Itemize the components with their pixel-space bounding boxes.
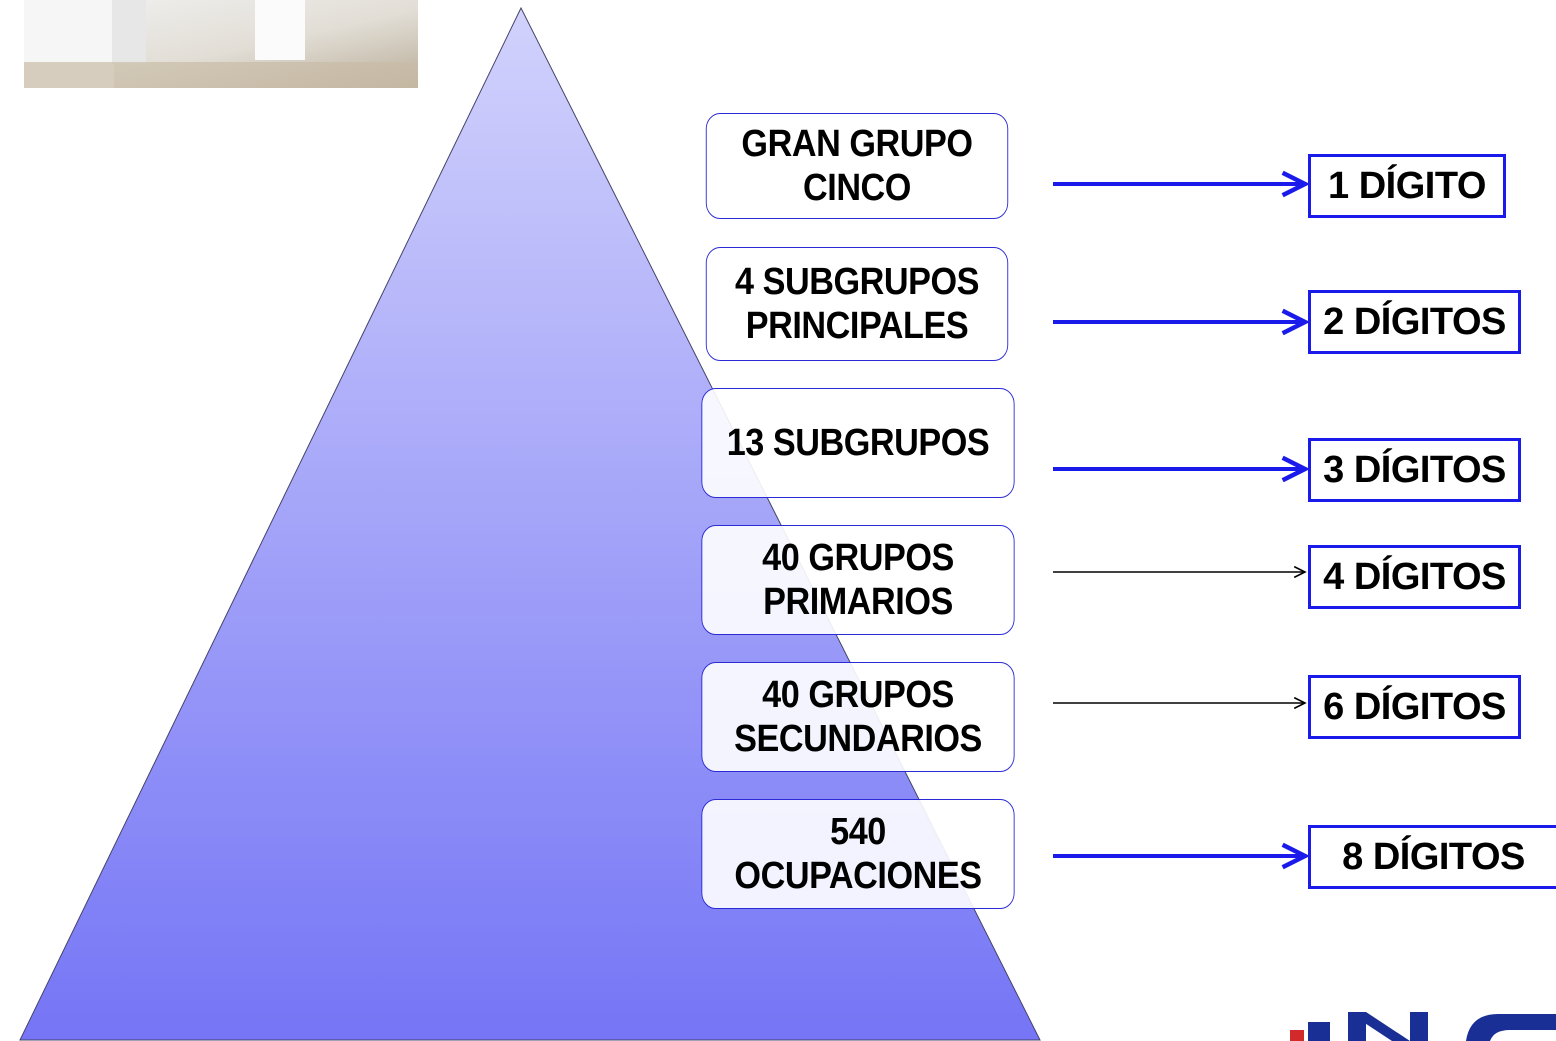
level-line: GRAN GRUPO	[741, 123, 973, 165]
level-box-grupos-primarios: 40 GRUPOS PRIMARIOS	[701, 525, 1015, 635]
level-line: 40 GRUPOS	[762, 674, 954, 716]
level-box-subgrupos-principales: 4 SUBGRUPOS PRINCIPALES	[705, 247, 1009, 361]
level-line: SECUNDARIOS	[734, 718, 982, 760]
level-box-subgrupos: 13 SUBGRUPOS	[701, 388, 1015, 498]
level-line: PRIMARIOS	[763, 581, 953, 623]
digit-box-level-5: 6 DÍGITOS	[1308, 675, 1521, 739]
level-box-grupos-secundarios: 40 GRUPOS SECUNDARIOS	[701, 662, 1015, 772]
digit-box-level-6: 8 DÍGITOS	[1308, 825, 1556, 889]
digit-box-level-1: 1 DÍGITO	[1308, 154, 1506, 218]
level-line: 4 SUBGRUPOS	[734, 261, 980, 303]
level-line: 40 GRUPOS	[762, 537, 954, 579]
level-line: PRINCIPALES	[745, 305, 969, 347]
level-box-gran-grupo: GRAN GRUPO CINCO	[705, 113, 1009, 219]
logo-fragment	[1290, 1012, 1556, 1041]
digit-box-level-2: 2 DÍGITOS	[1308, 290, 1521, 354]
level-line: CINCO	[803, 167, 911, 209]
photo-fragment	[24, 0, 418, 88]
level-line: 540	[830, 811, 886, 853]
pyramid	[19, 6, 1041, 1041]
level-line: OCUPACIONES	[734, 855, 982, 897]
digit-box-level-4: 4 DÍGITOS	[1308, 545, 1521, 609]
level-box-ocupaciones: 540 OCUPACIONES	[701, 799, 1015, 909]
digit-box-level-3: 3 DÍGITOS	[1308, 438, 1521, 502]
level-line: 13 SUBGRUPOS	[726, 422, 990, 464]
